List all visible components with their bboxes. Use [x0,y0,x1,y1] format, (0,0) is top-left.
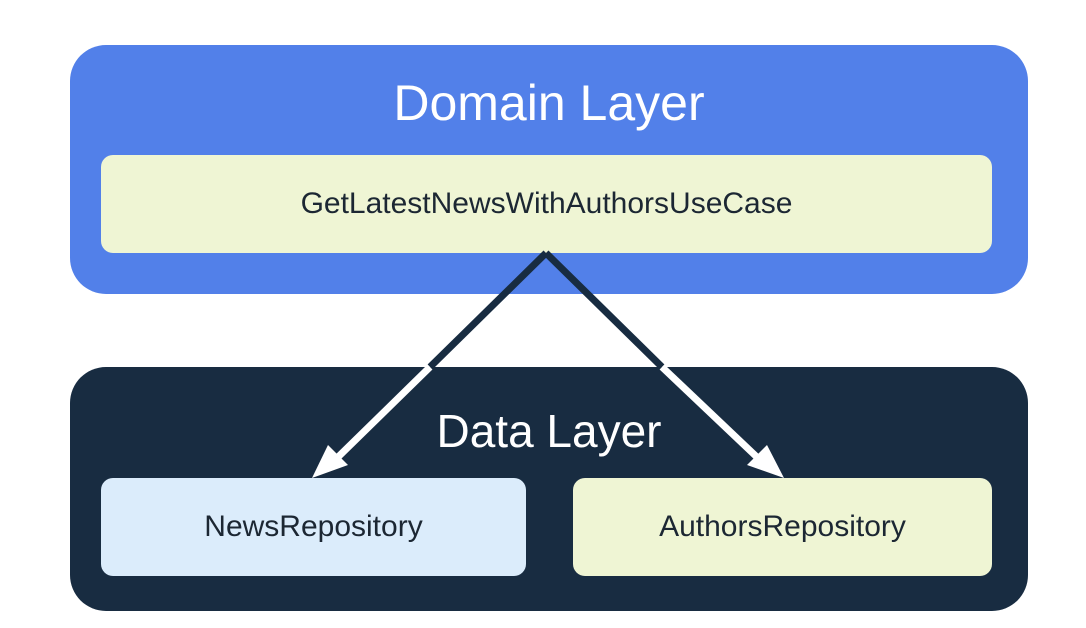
use-case-box: GetLatestNewsWithAuthorsUseCase [101,155,992,253]
domain-layer-title: Domain Layer [393,75,705,131]
data-layer-title: Data Layer [436,405,662,457]
news-repository-label: NewsRepository [204,510,423,543]
use-case-label: GetLatestNewsWithAuthorsUseCase [300,187,793,220]
news-repository-box: NewsRepository [101,478,526,576]
authors-repository-label: AuthorsRepository [659,510,906,543]
authors-repository-box: AuthorsRepository [573,478,992,576]
